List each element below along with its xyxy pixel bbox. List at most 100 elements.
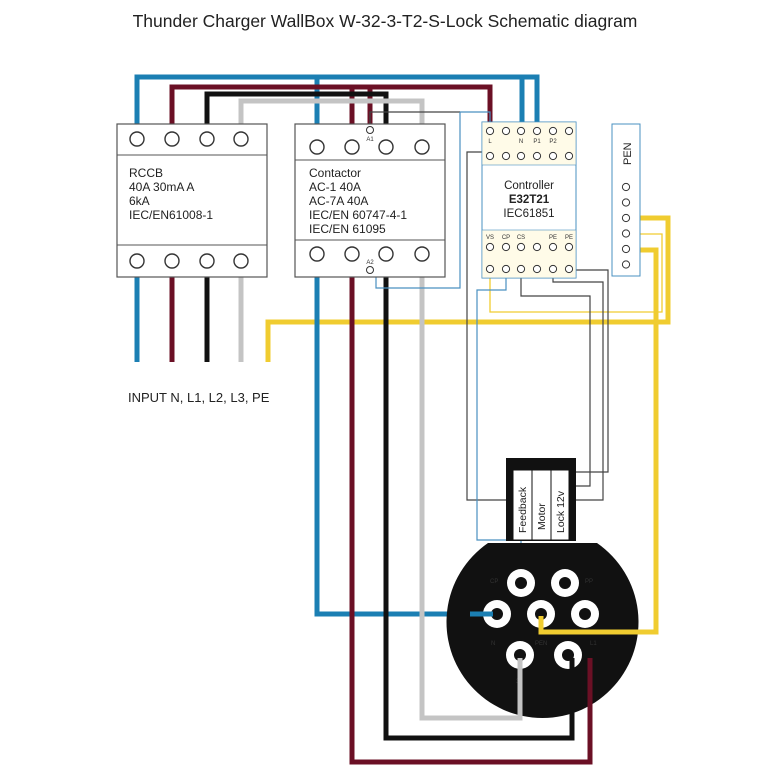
controller-pin-bottom-4-1 [548,264,558,274]
rccb-module: RCCB 40A 30mA A 6kA IEC/EN61008-1 [116,123,268,278]
pin-label-l1: L1 [590,641,597,647]
pen-terminals [621,182,631,269]
diagram-title: Thunder Charger WallBox W-32-3-T2-S-Lock… [133,11,638,31]
controller-pin-top-2-1 [516,151,526,161]
controller-pin-top-0-1 [485,151,495,161]
contactor-ac1: AC-1 40A [309,180,361,194]
pen-terminal-4 [621,229,631,238]
rccb-terminal-n-bottom [129,253,145,269]
controller-pin-bottom-2-1 [516,264,526,274]
wire-controller-cs [520,270,591,487]
controller-pin-bottom-1-1 [501,264,511,274]
contactor-coil-a1 [366,126,374,134]
controller-pin-bottom-3-0 [532,242,542,252]
pen-terminal-5 [621,244,631,254]
rccb-terminal-l3-bottom [233,253,249,269]
wire-coil-a1 [369,111,460,126]
controller-pin-label-top-0: L [488,139,492,145]
controller-pin-label-top-3: P1 [533,139,541,145]
rccb-standard: IEC/EN61008-1 [129,208,213,222]
wire-neutral-socket [314,256,493,617]
controller-pin-bottom-1-0 [501,242,511,252]
controller-pin-label-bottom-1: CP [502,235,510,241]
controller-pin-top-5-0 [564,126,574,136]
controller-pin-label-bottom-4: PE [549,235,557,241]
pin-label-n: N [491,641,495,647]
pen-label: PEN [622,142,634,165]
controller-pin-top-1-0 [501,126,511,136]
controller-pin-bottom-4-0 [548,242,558,252]
wire-earth-input [265,215,671,362]
wire-controller-l-loop [466,151,517,501]
controller-pin-label-top-4: P2 [549,139,557,145]
wire-controller-pe2 [569,269,609,473]
controller-pin-bottom-5-1 [564,264,574,274]
controller-standard: IEC61851 [503,208,554,220]
pen-terminal-6 [621,260,631,269]
wire-controller-top-link [460,111,491,126]
rccb-terminal-l3-top [233,131,249,147]
overlay-earth [538,616,656,635]
controller-pin-label-bottom-5: PE [565,235,573,241]
pen-terminal-3 [621,213,631,223]
contactor-module: A1 A2 Contactor AC-1 40A AC-7A 40A IEC/E… [294,123,446,278]
contactor-a2-label: A2 [366,260,374,266]
lock-label-motor: Motor [536,503,548,530]
controller-pin-bottom-5-0 [564,242,574,252]
rccb-breaking: 6kA [129,194,150,208]
controller-pin-top-0-0 [485,126,495,136]
controller-pin-bottom-0-0 [485,242,495,252]
controller-pin-top-1-1 [501,151,511,161]
pen-terminal-block: PEN [611,123,641,277]
wire-controller-left-outer [375,112,461,289]
rccb-terminal-l2-top [199,131,215,147]
rccb-terminal-n-top [129,131,145,147]
contactor-terminal-l1-top [344,139,360,155]
contactor-a1-label: A1 [366,137,374,143]
controller-pin-bottom-3-1 [532,264,542,274]
contactor-terminal-n-bottom [309,246,325,262]
controller-pin-top-4-0 [548,126,558,136]
rccb-rating: 40A 30mA A [129,180,194,194]
rccb-name: RCCB [129,166,163,180]
contactor-name: Contactor [309,166,361,180]
controller-pin-label-bottom-2: CS [517,235,525,241]
rccb-terminal-l2-bottom [199,253,215,269]
controller-pin-label-top-2: N [519,139,523,145]
controller-model: E32T21 [509,194,550,206]
rccb-terminal-l1-bottom [164,253,180,269]
contactor-ac7a: AC-7A 40A [309,194,368,208]
pin-label-pe: PEN [535,641,547,647]
controller-pin-label-bottom-0: VS [486,235,494,241]
contactor-terminal-l1-bottom [344,246,360,262]
wire-l2-top [204,91,389,148]
contactor-terminal-n-top [309,139,325,155]
pen-terminal-1 [621,182,631,192]
contactor-terminal-l3-top [414,139,430,155]
controller-pin-bottom-0-1 [485,264,495,274]
pin-label-pp: PP [585,579,593,585]
controller-pin-top-3-1 [532,151,542,161]
controller-pin-top-3-0 [532,126,542,136]
lock-label-12v: Lock 12v [555,490,567,533]
controller-pin-bottom-2-0 [516,242,526,252]
contactor-coil-a2 [366,266,374,274]
controller-pin-top-5-1 [564,151,574,161]
contactor-terminal-l3-bottom [414,246,430,262]
lock-label-feedback: Feedback [517,486,529,533]
contactor-terminal-l2-bottom [378,246,394,262]
wire-earth-thin [489,233,663,313]
controller-pin-top-2-0 [516,126,526,136]
contactor-standard-1: IEC/EN 60747-4-1 [309,208,407,222]
controller-pin-top-4-1 [548,151,558,161]
contactor-standard-2: IEC/EN 61095 [309,222,386,236]
controller-name: Controller [504,180,554,192]
type2-socket: Feedback Motor Lock 12v CP PP N PEN L1 3 [446,458,639,719]
contactor-terminal-l2-top [378,139,394,155]
input-label: INPUT N, L1, L2, L3, PE [128,390,270,405]
rccb-terminal-l1-top [164,131,180,147]
socket-conductor-overlays [470,611,656,762]
